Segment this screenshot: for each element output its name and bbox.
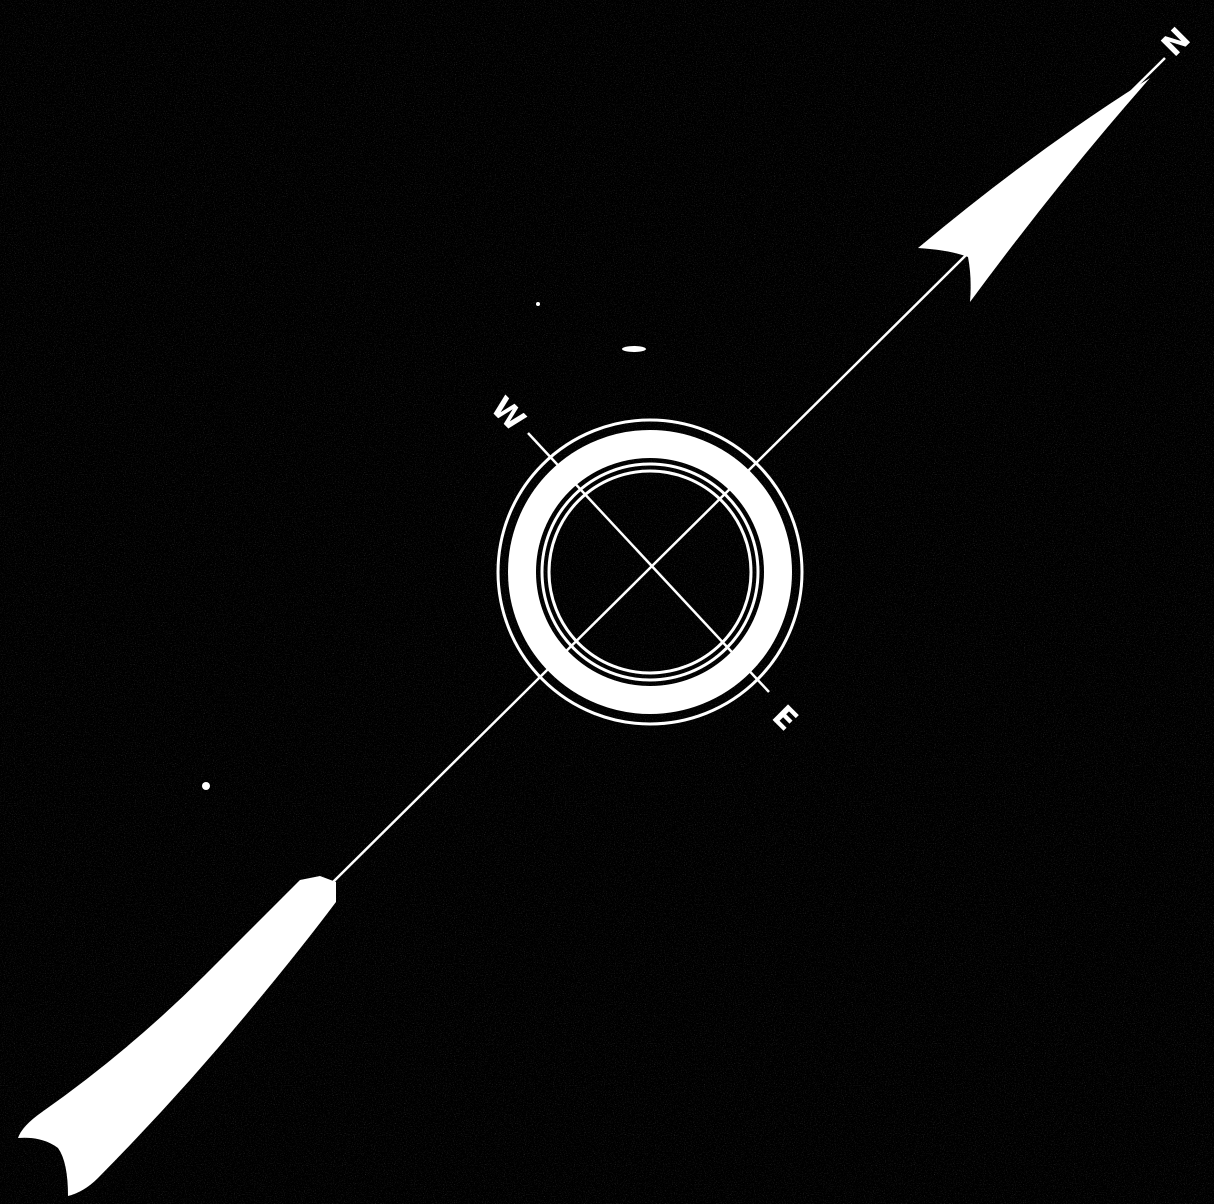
- dust-speck: [202, 782, 210, 790]
- dust-speck: [622, 346, 646, 352]
- dust-speck: [536, 302, 540, 306]
